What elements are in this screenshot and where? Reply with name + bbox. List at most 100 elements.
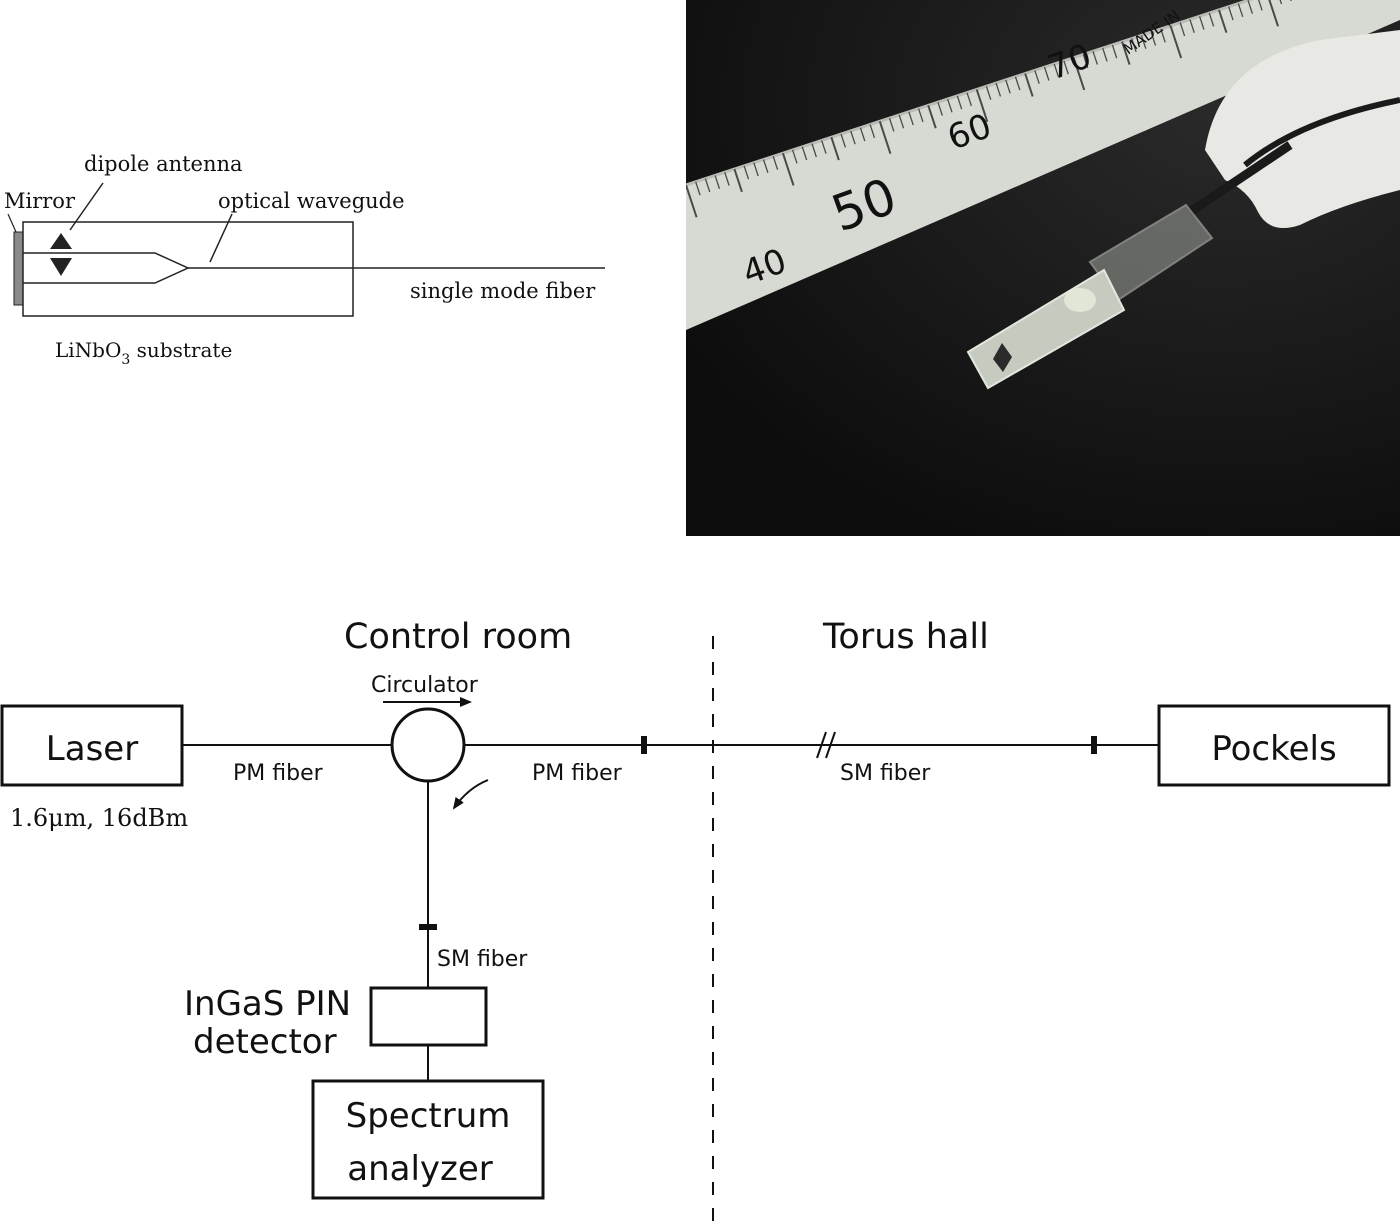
ruler-tick <box>850 130 856 145</box>
fiber-connector-1 <box>641 736 647 754</box>
laser-spec: 1.6μm, 16dBm <box>10 804 188 832</box>
ruler-tick <box>695 181 701 196</box>
ruler-tick <box>733 168 743 193</box>
ruler-tick <box>1082 54 1089 68</box>
pockels-box <box>1157 704 1391 787</box>
ruler-tick <box>1218 9 1228 34</box>
fiber-label-pm-1: PM fiber <box>233 761 324 786</box>
ruler-tick <box>975 89 989 123</box>
ruler-tick <box>1131 38 1137 53</box>
spectrum-analyzer-box <box>311 1079 545 1200</box>
optical-waveguide-label: optical wavegude <box>218 189 405 213</box>
ruler-tick <box>1257 0 1263 11</box>
dipole-antenna-upper-icon <box>50 233 72 249</box>
ruler-tick <box>724 172 730 186</box>
ruler <box>686 0 1400 330</box>
ruler-tick <box>1072 57 1086 91</box>
ruler-tick <box>1268 0 1279 27</box>
substrate-label-main: LiNbO <box>55 338 121 362</box>
ruler-tick <box>1014 76 1021 91</box>
ruler-tick <box>714 175 721 189</box>
ruler-tick <box>821 140 827 154</box>
ruler-tick <box>1005 79 1011 94</box>
dipole-antenna-leader <box>69 182 104 231</box>
ruler-tick <box>1053 63 1060 78</box>
substrate-label: LiNbO3 substrate <box>55 338 232 368</box>
detector-box <box>369 986 488 1047</box>
ruler-tick <box>888 117 895 132</box>
ruler-tick <box>869 124 876 139</box>
ruler-tick <box>1237 3 1244 18</box>
ruler-tick <box>995 82 1002 97</box>
fiber-connector-3 <box>419 924 437 930</box>
probe-crystal-highlight <box>1064 288 1096 312</box>
ruler-tick <box>840 133 847 148</box>
setup-diagram: Control room Torus hall Laser 1.6μm, 16d… <box>0 617 1391 1230</box>
ruler-tick <box>1279 0 1283 5</box>
dipole-antenna-label: dipole antenna <box>84 152 243 176</box>
circulator-return-arrow <box>452 779 489 810</box>
ruler-tick <box>830 136 840 161</box>
fiber-break-mark-2 <box>825 731 836 759</box>
mirror-leader <box>7 213 17 233</box>
ruler-tick <box>753 162 759 177</box>
circulator-label: Circulator <box>371 673 479 698</box>
circulator <box>390 707 466 783</box>
ruler-tick <box>917 108 924 123</box>
optical-waveguide-leader <box>209 213 233 263</box>
dipole-antenna-lower-icon <box>50 258 72 276</box>
ruler-tick <box>1092 51 1098 65</box>
mirror-label: Mirror <box>4 189 76 213</box>
fiber-connector-2 <box>1091 736 1097 754</box>
region-label-control-room: Control room <box>344 617 572 657</box>
ruler-tick <box>1102 47 1108 62</box>
holder-slot <box>1243 97 1400 168</box>
ruler-tick <box>772 156 779 170</box>
ruler-tick <box>1198 16 1205 30</box>
ruler-tick <box>908 111 914 126</box>
ruler-tick <box>1150 31 1157 46</box>
ruler-tick <box>859 127 866 142</box>
detector-label-line2: detector <box>193 1022 337 1062</box>
ruler-tick <box>743 165 750 180</box>
substrate-label-sub: 3 <box>121 352 130 368</box>
ruler-tick <box>1228 6 1234 21</box>
ruler-tick <box>947 98 953 113</box>
ruler-tick <box>762 159 769 174</box>
fiber-label-pm-2: PM fiber <box>532 761 623 786</box>
detector-label-line1: InGaS PIN <box>184 984 351 1024</box>
probe-crystal-antenna-icon <box>993 343 1012 372</box>
ruler-tick <box>811 143 817 158</box>
ruler-tick <box>985 86 992 100</box>
laser-box <box>0 704 184 787</box>
ruler-tick <box>1121 41 1131 65</box>
ruler-edge <box>686 0 1254 187</box>
ruler-tick <box>801 146 808 161</box>
linbo3-substrate <box>22 221 354 317</box>
ruler-tick <box>781 152 795 186</box>
ruler-tick <box>1034 70 1040 84</box>
single-mode-fiber-label: single mode fiber <box>410 279 596 303</box>
ruler-tick <box>927 105 937 129</box>
ruler-tick <box>1247 0 1254 14</box>
ruler-ticks <box>686 0 1292 218</box>
fiber-label-sm-torus: SM fiber <box>840 761 931 786</box>
ruler-tick <box>1140 35 1147 49</box>
ruler-tick <box>1189 19 1195 33</box>
region-label-torus-hall: Torus hall <box>822 617 989 657</box>
fiber-label-sm-down: SM fiber <box>437 947 528 972</box>
ruler-tick <box>898 114 905 129</box>
ruler-tick <box>1179 22 1186 37</box>
fiber-break-mark-1 <box>816 731 827 759</box>
ruler-tick <box>704 178 711 193</box>
ruler-tick <box>1169 25 1183 59</box>
ruler-tick <box>791 149 798 164</box>
ruler-tick <box>1111 44 1118 59</box>
ruler-tick <box>937 102 943 116</box>
ruler-tick <box>878 121 892 154</box>
spectrum-analyzer-label-line1: Spectrum <box>346 1096 511 1136</box>
ruler-tick <box>966 92 973 107</box>
ruler-tick <box>1063 60 1069 75</box>
substrate-label-rest: substrate <box>130 338 232 362</box>
probe-photo: 40 50 60 70 MADE IN <box>686 0 1400 536</box>
